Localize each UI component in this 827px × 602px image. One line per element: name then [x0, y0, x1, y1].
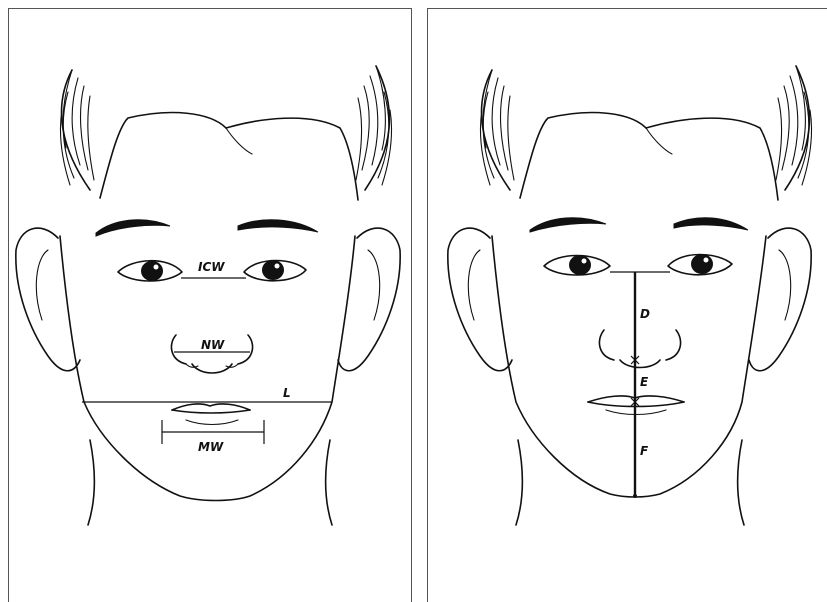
- upper-lip: [172, 404, 250, 410]
- face-width-label: L: [283, 386, 291, 400]
- neck-right: [738, 440, 744, 525]
- nose-right: [238, 335, 253, 364]
- hairline: [520, 113, 778, 200]
- icw-label: ICW: [198, 260, 225, 274]
- nose-left: [171, 335, 186, 364]
- f-label: F: [640, 444, 649, 458]
- right-eyebrow: [238, 220, 318, 232]
- nose-base: [192, 364, 232, 373]
- neck-right: [326, 440, 332, 525]
- mw-label: MW: [198, 440, 224, 454]
- neck-left: [88, 440, 94, 525]
- face-outline: [60, 236, 355, 501]
- nw-label: NW: [201, 338, 225, 352]
- right-eyebrow: [674, 218, 748, 230]
- right-face-drawing: D E F: [448, 66, 812, 525]
- right-pupil: [262, 260, 284, 280]
- right-pupil: [691, 254, 713, 274]
- left-face-drawing: ICW NW L MW: [16, 66, 400, 525]
- lip-line: [172, 410, 250, 413]
- e-label: E: [640, 375, 649, 389]
- hairline: [100, 113, 358, 200]
- left-eyebrow: [530, 218, 606, 232]
- neck-left: [516, 440, 522, 525]
- lower-lip: [186, 420, 238, 425]
- left-pupil: [141, 261, 163, 281]
- d-label: D: [640, 307, 650, 321]
- left-eyebrow: [96, 220, 170, 236]
- left-pupil: [569, 255, 591, 275]
